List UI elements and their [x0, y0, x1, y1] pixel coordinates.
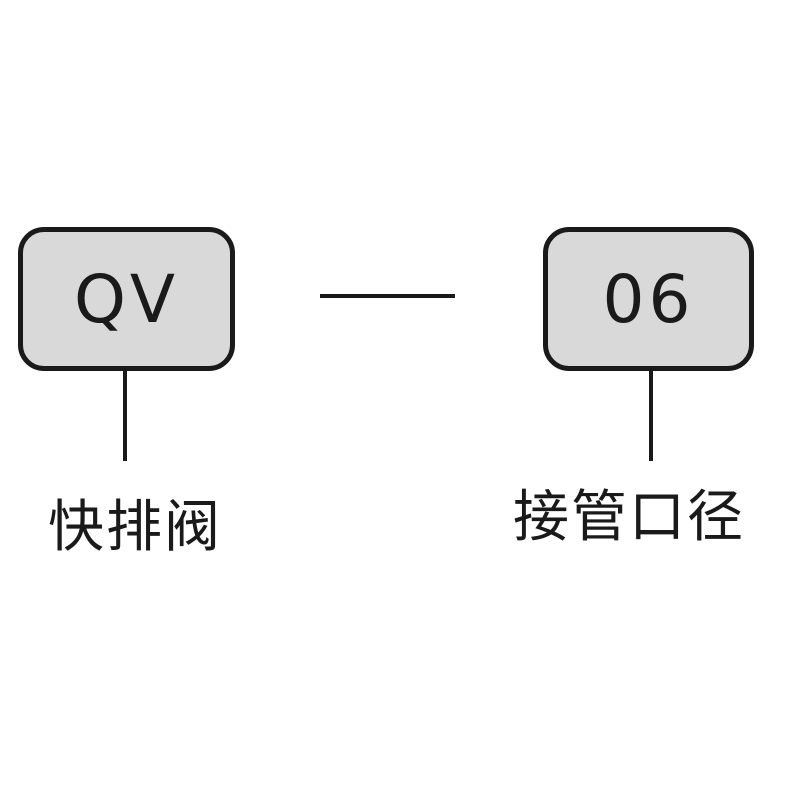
- leader-line-port-size: [649, 371, 653, 461]
- code-box-port-size: 06: [543, 227, 754, 371]
- code-box-series: QV: [18, 227, 235, 371]
- leader-line-series: [123, 371, 127, 461]
- caption-port-size: 接管口径: [513, 485, 745, 550]
- caption-series: 快排阀: [48, 495, 222, 560]
- code-text-port-size: 06: [602, 260, 695, 338]
- code-text-series: QV: [73, 260, 180, 338]
- separator-dash: [320, 294, 455, 298]
